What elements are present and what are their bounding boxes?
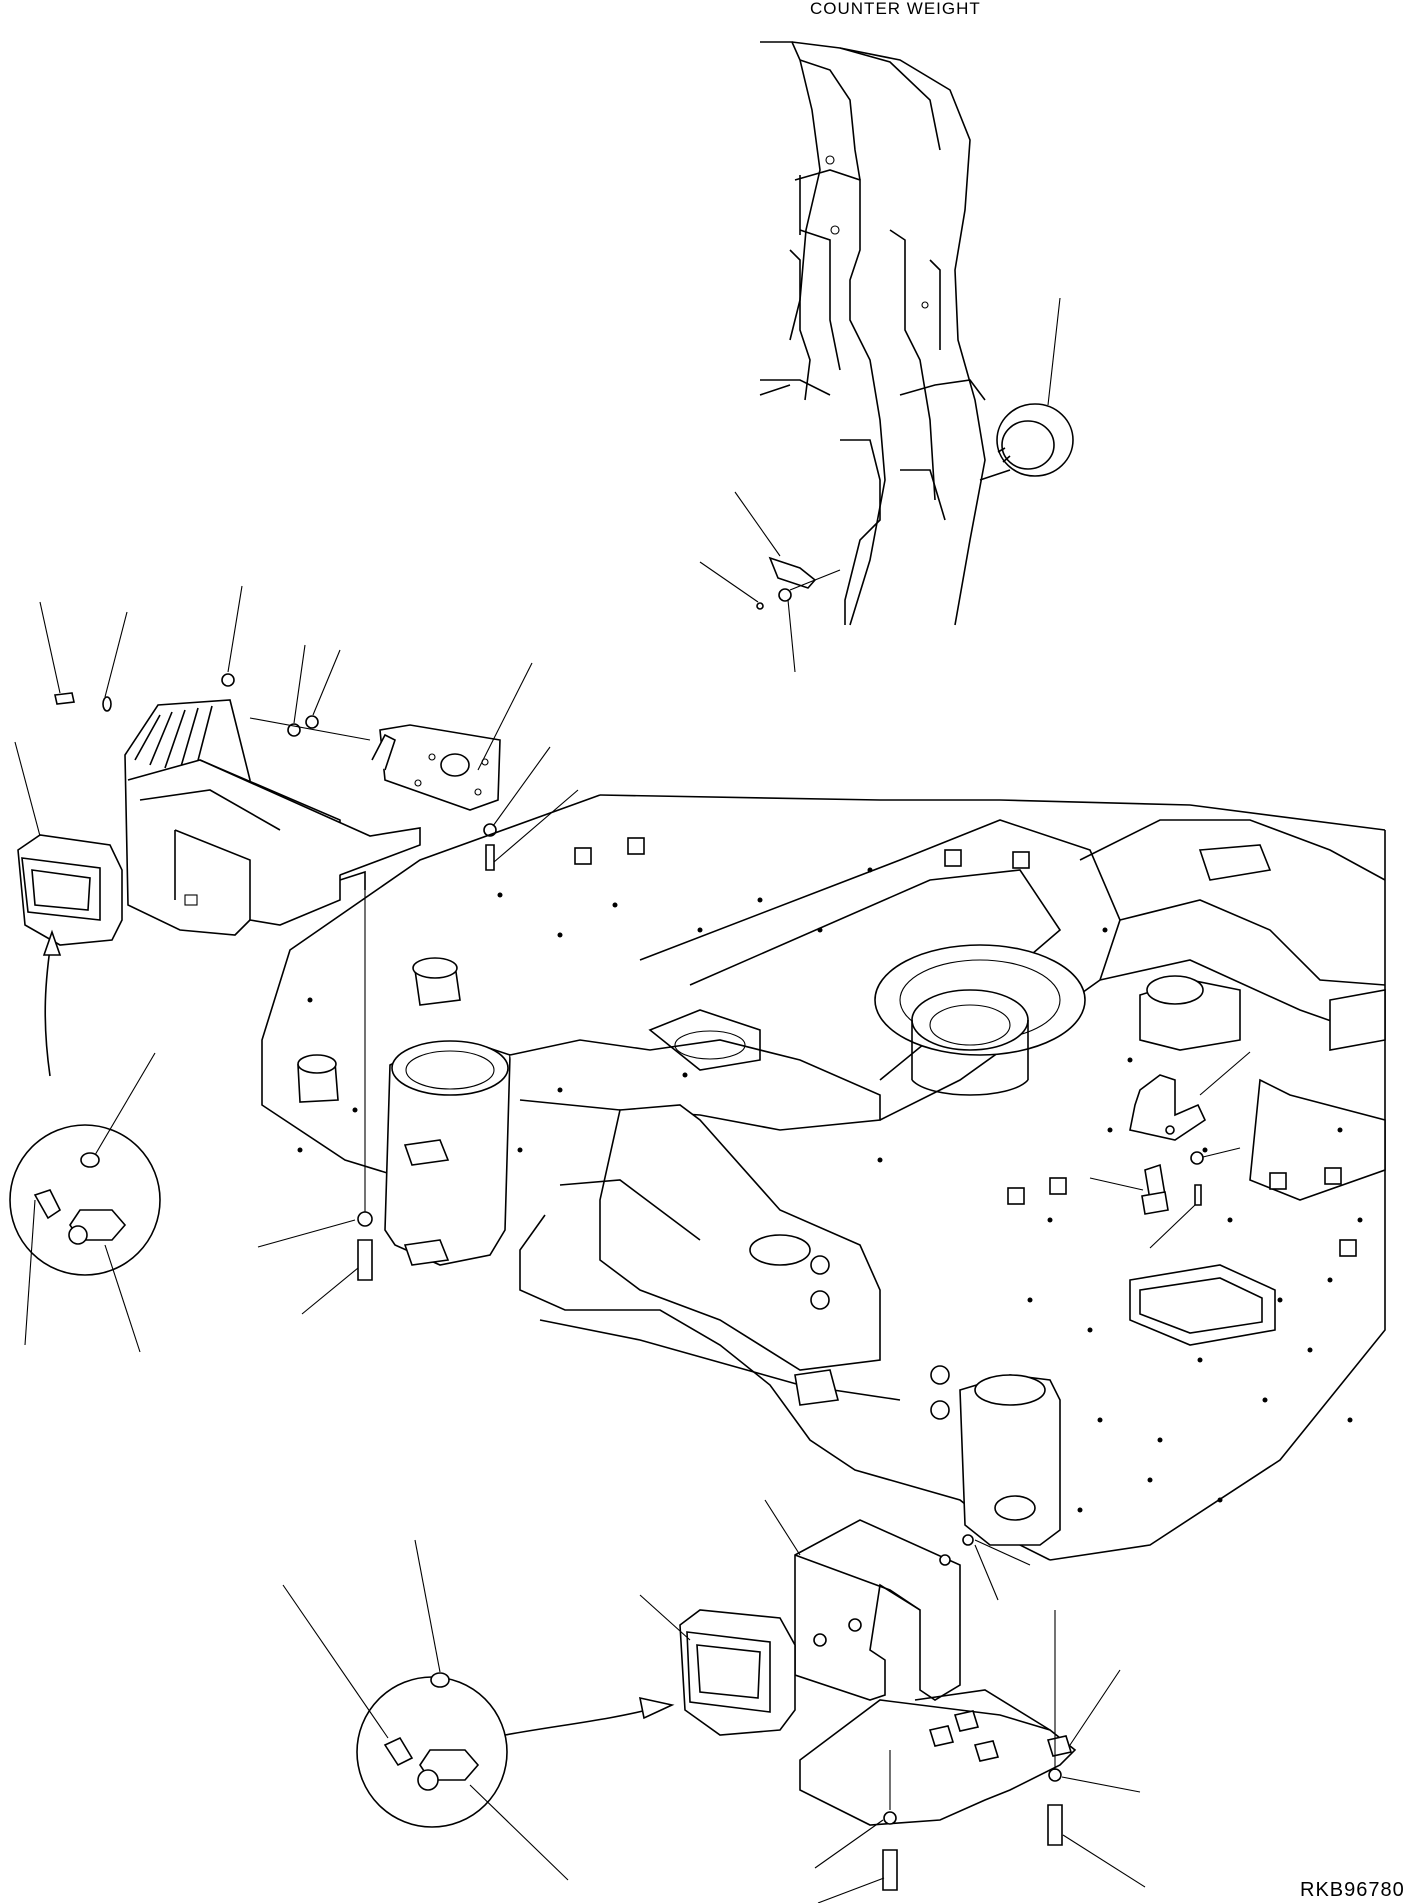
work-light-bracket-assembly [14,585,579,1215]
bolt-washer-left [257,1211,373,1315]
revolving-frame [261,794,1386,1561]
work-lamp-bottom [679,1609,796,1736]
counter-weight-title: COUNTER WEIGHT [810,0,981,18]
work-lamp-bottom-assembly [639,1499,1146,1903]
horn-part [979,403,1074,481]
bulb-detail-bottom [282,1539,675,1881]
work-lamp-left [17,834,123,946]
swing-circle [874,944,1086,1096]
switch-bracket-part [1089,1051,1251,1249]
drawing-code: RKB96780 [1300,1879,1405,1901]
right-column [959,1374,1061,1546]
counter-weight-section [699,41,1074,673]
bulb-detail-left [9,929,161,1353]
